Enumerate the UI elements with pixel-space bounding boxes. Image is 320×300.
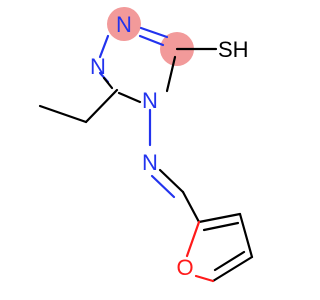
bond-ethyl-methyl [38,104,88,124]
bond-ch-furan [181,190,201,224]
atom-n2-label: N [116,12,132,37]
bond-n2-c3 [138,34,165,47]
atom-n-imine-label: N [142,150,158,175]
bond-furan-c4-c5 [211,255,254,283]
molecule-structure-diagram: N N N N O SH [38,7,254,283]
bond-n2-c3-double [139,26,169,39]
atom-n4-label: N [142,88,158,113]
highlight-atom-n [107,7,141,41]
bond-c3-n4 [165,55,177,93]
bond-n4-c5 [117,91,142,104]
bond-n1-n2 [98,34,110,59]
bond-furan-o-c2 [185,220,201,258]
bond-furan-c4-c5-double [213,250,246,272]
atom-n1-label: N [90,54,106,79]
atom-sh-label: SH [218,37,249,62]
bond-furan-c2-c3 [197,212,242,224]
bond-c5-ethyl [84,88,119,124]
bond-furan-c5-o [194,274,215,283]
bond-n-imine-ch [158,168,185,194]
bond-c5-n1-double [102,76,114,90]
bond-furan-c2-c3-double [202,221,240,232]
bond-furan-c3-c4 [238,212,254,259]
bond-n-imine-ch-double [150,174,176,199]
atom-o-furan-label: O [176,255,193,280]
